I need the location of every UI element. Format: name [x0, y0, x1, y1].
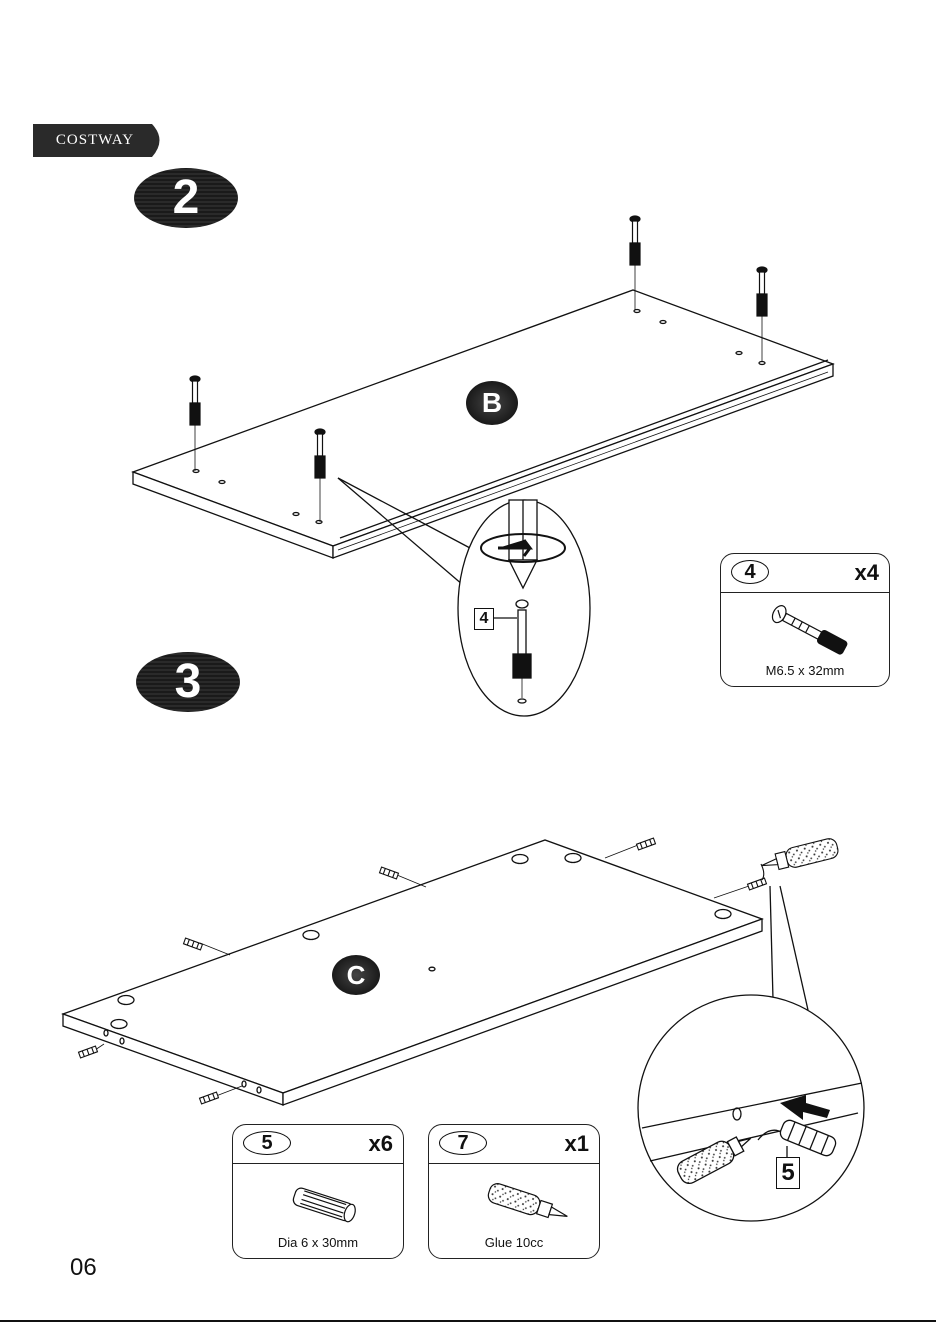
panel-b-letter: B	[472, 388, 512, 418]
footer-rule	[0, 1320, 936, 1322]
callout-part-4: 4	[474, 608, 494, 630]
cam-bolt-icon	[761, 596, 861, 666]
part-id: 4	[731, 560, 769, 584]
glue-tube-step3	[759, 837, 840, 880]
wooden-dowel-icon	[285, 1180, 365, 1230]
step-2-number: 2	[134, 168, 238, 228]
part-card-5: 5 x6 Dia 6 x 30mm	[232, 1124, 404, 1259]
part-spec: M6.5 x 32mm	[721, 663, 889, 678]
panel-c-letter: C	[338, 961, 374, 989]
part-spec: Dia 6 x 30mm	[233, 1235, 403, 1250]
part-card-header: 5 x6	[233, 1125, 403, 1164]
part-quantity: x1	[565, 1131, 589, 1157]
page-number: 06	[70, 1254, 97, 1282]
part-card-4: 4 x4 M6.5 x 32mm	[720, 553, 890, 687]
callout-part-5: 5	[776, 1157, 800, 1189]
part-quantity: x6	[369, 1131, 393, 1157]
step-3-number: 3	[136, 652, 240, 712]
part-card-header: 4 x4	[721, 554, 889, 593]
part-id: 5	[243, 1131, 291, 1155]
part-quantity: x4	[855, 560, 879, 586]
part-id: 7	[439, 1131, 487, 1155]
glue-tube-icon	[481, 1180, 577, 1230]
part-card-header: 7 x1	[429, 1125, 599, 1164]
part-spec: Glue 10cc	[429, 1235, 599, 1250]
part-card-7: 7 x1 Glue 10cc	[428, 1124, 600, 1259]
panel-b	[133, 290, 833, 558]
brand-logo: COSTWAY	[33, 124, 157, 157]
